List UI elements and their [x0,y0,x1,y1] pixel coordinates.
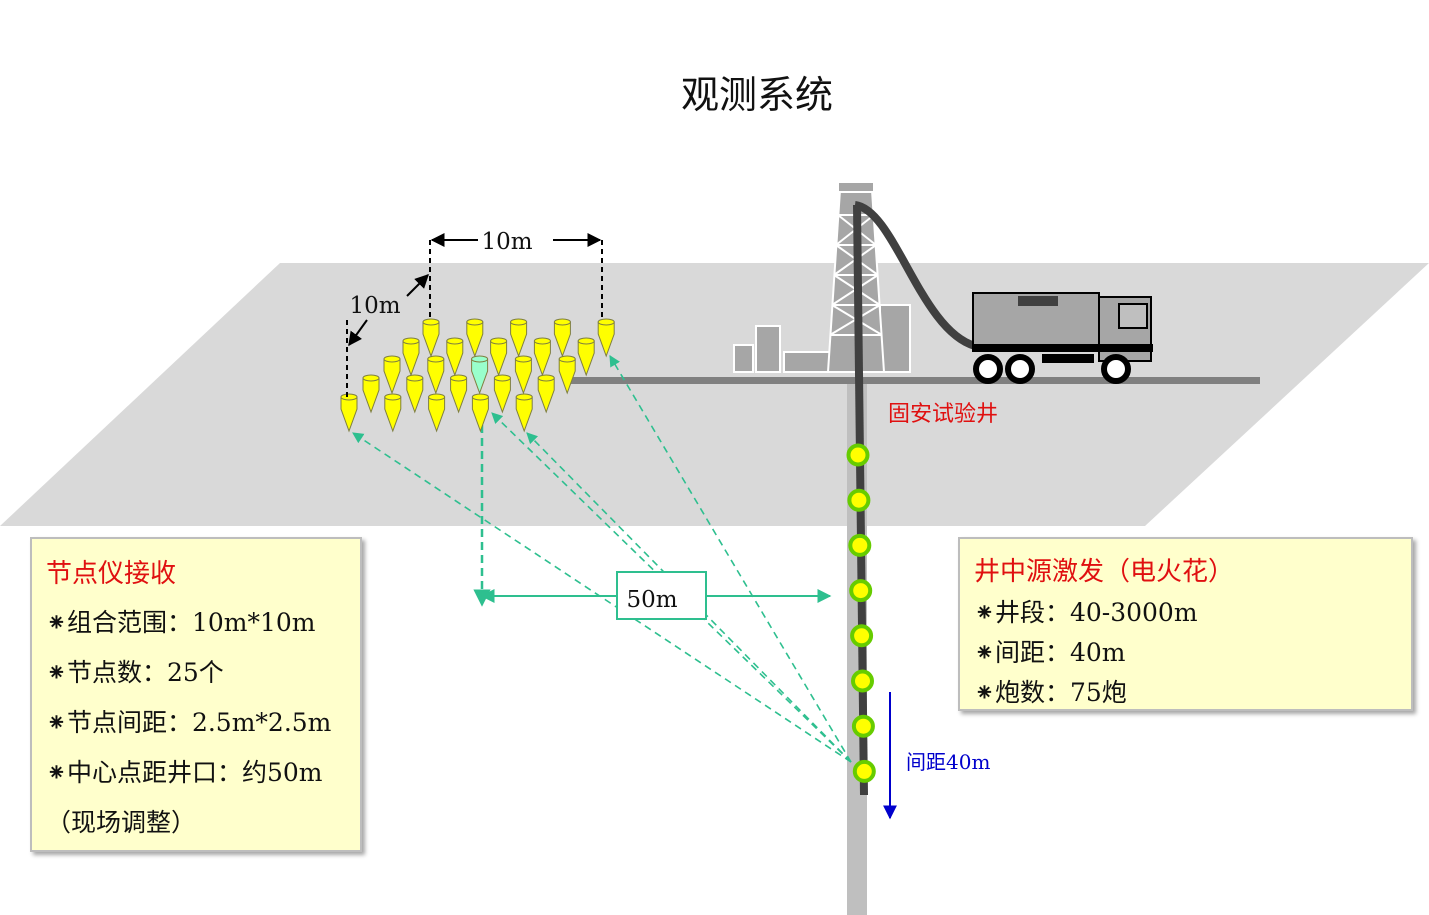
node-sensor-icon [577,337,595,377]
source-point-icon [846,443,870,467]
source-info-box: 井中源激发（电火花） ⁕井段：40-3000m ⁕间距：40m ⁕炮数：75炮 [958,537,1413,711]
ground-plane [0,263,1429,526]
node-sensor-icon [553,318,571,358]
source-line: ⁕炮数：75炮 [974,678,1127,707]
source-point-icon [847,488,871,512]
distance-label: 50m [626,587,677,613]
node-sensor-icon [558,355,576,395]
node-sensor-icon [471,393,489,433]
receiver-line: ⁕中心点距井口：约50m [46,758,323,787]
page-title: 观测系统 [680,73,833,117]
source-point-icon [850,624,874,648]
well-name: 固安试验井 [888,402,998,427]
source-point-icon [848,533,872,557]
node-sensor-icon [450,374,468,414]
node-sensor-icon [427,355,445,395]
node-sensor-icon [514,355,532,395]
distance-label-box [616,571,707,620]
receiver-heading: 节点仪接收 [46,559,177,589]
truck-icon [972,292,1153,384]
receiver-line: ⁕节点间距：2.5m*2.5m [46,708,332,737]
node-sensor-icon [597,318,615,358]
source-points [846,443,876,783]
node-sensor-icon [422,318,440,358]
node-sensor-icon [533,337,551,377]
source-point-icon [851,669,874,693]
node-array [340,318,615,433]
cable [853,201,977,350]
node-sensor-icon [428,393,446,433]
source-line: ⁕间距：40m [974,638,1126,667]
source-point-icon [852,759,876,783]
source-heading: 井中源激发（电火花） [974,557,1235,587]
node-sensor-icon [466,318,484,358]
node-sensor-icon [515,393,533,433]
node-sensor-icon [493,374,511,414]
receiver-line: ⁕节点数：25个 [46,658,224,687]
surface-line [565,377,1260,384]
node-sensor-icon [490,337,508,377]
center-node-sensor-icon [471,355,489,395]
dimension-label-left: 10m [349,293,400,319]
node-sensor-icon [402,337,420,377]
node-sensor-icon [510,318,528,358]
receiver-info-box: 节点仪接收 ⁕组合范围：10m*10m ⁕节点数：25个 ⁕节点间距：2.5m*… [30,537,362,852]
spacing-label: 间距40m [906,750,990,774]
node-sensor-icon [406,374,424,414]
source-point-icon [851,714,875,738]
node-sensor-icon [340,393,358,433]
building-icon [733,304,911,373]
dimension-lines [346,233,603,398]
node-sensor-icon [384,393,402,433]
node-sensor-icon [383,355,401,395]
source-point-icon [849,579,873,603]
node-sensor-icon [446,337,464,377]
receiver-line: ⁕组合范围：10m*10m [46,608,316,637]
node-sensor-icon [537,374,555,414]
node-sensor-icon [362,374,380,414]
dimension-label-top: 10m [481,229,532,255]
source-line: ⁕井段：40-3000m [974,598,1198,627]
receiver-line: （现场调整） [46,808,197,837]
